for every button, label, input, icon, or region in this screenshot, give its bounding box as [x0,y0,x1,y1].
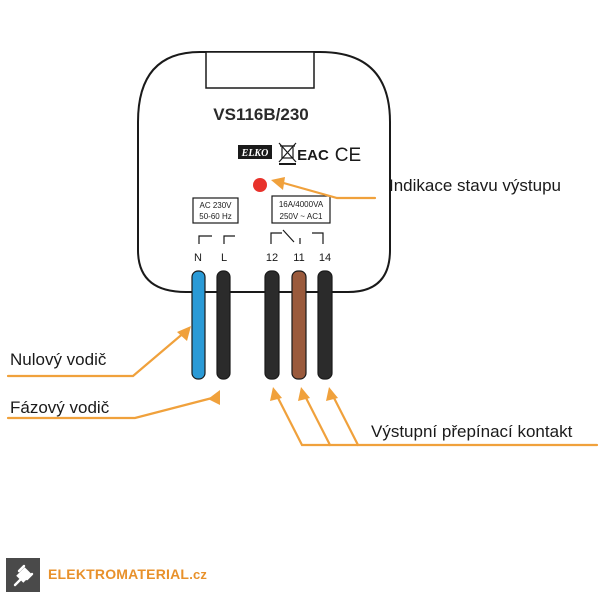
arrow-indicator [271,177,285,190]
wire-output-11 [291,270,307,380]
eac-mark: EAC [297,147,329,164]
arrowheads [177,177,338,405]
site-logo-name: ELEKTROMATERIAL [48,566,190,582]
supply-line2: 50-60 Hz [199,212,231,221]
indicator-label: Indikace stavu výstupu [389,176,561,195]
brand-logo-box [238,145,272,159]
site-logo-text: ELEKTROMATERIAL.cz [48,566,207,582]
contact-line2: 250V~AC1 [280,212,323,221]
plug-logo-icon [6,558,40,592]
terminal-label-l: L [221,252,227,264]
ce-mark: CE [335,145,361,166]
callout-lines [6,180,599,447]
wire-output-12 [264,270,280,380]
terminal-label-11: 11 [293,252,304,264]
terminal-label-n: N [194,252,202,264]
wire-phase [216,270,231,380]
output-label: Výstupní přepínací kontakt [371,422,573,441]
terminal-label-12: 12 [266,252,278,264]
brand-logo: ELKO [241,148,269,159]
model-label: VS116B/230 [213,105,308,124]
phase-label: Fázový vodič [10,398,110,417]
terminal-label-14: 14 [319,252,331,264]
wire-output-14 [317,270,333,380]
weee-bin-icon [278,142,297,165]
site-logo[interactable]: ELEKTROMATERIAL.cz [4,556,214,596]
site-logo-suffix: .cz [189,567,208,582]
wire-neutral [191,270,206,380]
supply-box [192,197,239,224]
supply-line1: AC 230V [199,201,232,210]
arrow-output-11 [298,387,310,401]
device-housing [137,51,391,293]
arrow-neutral [177,326,191,341]
housing-tab [205,51,315,89]
arrow-output-12 [270,387,282,401]
terminal-symbols [198,229,324,244]
arrow-output-14 [326,387,338,401]
contact-line1: 16A/4000VA [279,200,324,209]
indicator-led [253,178,267,192]
ac-symbol-icon: ~ [300,212,305,221]
neutral-label: Nulový vodič [10,350,107,369]
contact-box [271,195,331,224]
arrow-phase [208,390,220,405]
